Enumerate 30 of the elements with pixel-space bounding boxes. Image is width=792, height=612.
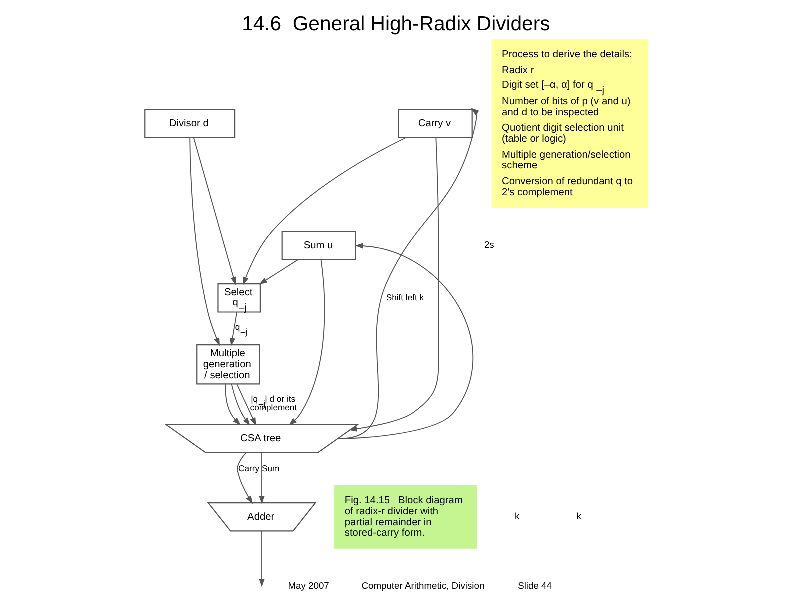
edge-label: Carry <box>238 464 260 474</box>
node-box: Fig. 14.15 Block diagram of radix-r divider with partial remainder in stored-carry form. <box>334 485 477 549</box>
node-box: Divisor d <box>144 109 236 138</box>
node-box: Sum u <box>281 231 356 260</box>
label: k <box>576 512 581 522</box>
label: May 2007 <box>288 581 329 592</box>
node-box: Carry v <box>398 109 472 138</box>
node-box: Multiple generation / selection <box>196 344 260 385</box>
arrow <box>338 243 474 440</box>
arrow <box>242 138 406 286</box>
arrow <box>229 312 238 346</box>
arrow <box>189 138 220 346</box>
diagram-title: 14.6 General High-Radix Dividers <box>242 14 550 36</box>
edge-label: Shift left k <box>386 292 424 302</box>
arrow <box>288 259 325 426</box>
arrow <box>258 259 298 285</box>
arrow <box>348 138 439 432</box>
label: Computer Arithmetic, Division <box>361 581 484 592</box>
arrow <box>236 452 253 504</box>
edge-label: Sum <box>262 464 280 474</box>
arrow <box>236 384 256 426</box>
arrow <box>258 530 264 588</box>
label: Slide 44 <box>518 581 552 592</box>
arrow <box>230 384 250 426</box>
arrow <box>258 452 264 504</box>
arrow <box>338 108 479 440</box>
label: 2s <box>484 240 494 250</box>
label: k <box>514 512 520 522</box>
arrow <box>224 384 240 426</box>
arrow <box>192 138 236 286</box>
